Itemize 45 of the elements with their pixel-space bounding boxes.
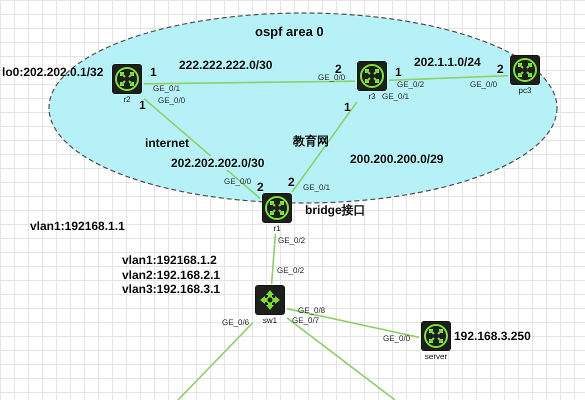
link-line <box>177 322 254 400</box>
network-label: vlan2:192.168.2.1 <box>122 268 220 282</box>
link-line <box>144 80 355 85</box>
edge-label: 202.202.202.0/30 <box>170 156 266 170</box>
network-label: internet <box>145 136 190 150</box>
link-line <box>143 98 261 199</box>
device-name: pc3 <box>518 86 532 96</box>
link-line <box>291 102 358 192</box>
address-label: 192.168.3.250 <box>454 329 531 343</box>
port-label: GE_0/2 <box>278 236 306 245</box>
port-label: GE_0/8 <box>298 306 326 315</box>
network-label: 1 <box>344 100 351 114</box>
edge-label: 222.222.222.0/30 <box>178 58 274 72</box>
network-label: 2 <box>497 62 504 76</box>
address-label: lo0:202.202.0.1/32 <box>2 65 104 79</box>
link-line <box>270 234 276 284</box>
link-line <box>286 317 396 400</box>
network-label: 教育网 <box>293 133 329 150</box>
network-label: vlan1:192168.1.1 <box>30 219 125 233</box>
port-label: GE_0/6 <box>222 318 250 327</box>
network-label: vlan3:192.168.3.1 <box>122 282 220 296</box>
port-label: GE_0/2 <box>277 266 304 275</box>
address-label: bridge接口 <box>305 202 366 219</box>
edge-label: 202.1.1.0/24 <box>413 55 482 69</box>
network-label: vlan1:192168.1.2 <box>122 253 217 267</box>
network-label: 2 <box>288 175 295 189</box>
port-label: GE_0/1 <box>303 183 330 192</box>
link-line <box>388 74 508 82</box>
network-label: 1 <box>395 65 402 79</box>
port-label: GE_0/7 <box>292 316 320 325</box>
link-line <box>286 308 420 338</box>
port-label: GE_0/0 <box>158 96 186 105</box>
device-name: sw1 <box>262 316 278 326</box>
device-name: r2 <box>123 95 131 105</box>
device-name: r3 <box>368 92 376 102</box>
device-name: r1 <box>273 224 281 234</box>
area-title: ospf area 0 <box>255 24 324 39</box>
network-label: 1 <box>150 65 157 79</box>
network-label: 2 <box>257 180 264 194</box>
port-label: GE_0/0 <box>383 334 410 343</box>
network-label: 200.200.200.0/29 <box>350 152 444 166</box>
network-label: 1 <box>139 98 146 112</box>
port-label: GE_0/2 <box>397 80 424 89</box>
device-name: server <box>424 352 448 362</box>
port-label: GE_0/1 <box>382 92 410 101</box>
